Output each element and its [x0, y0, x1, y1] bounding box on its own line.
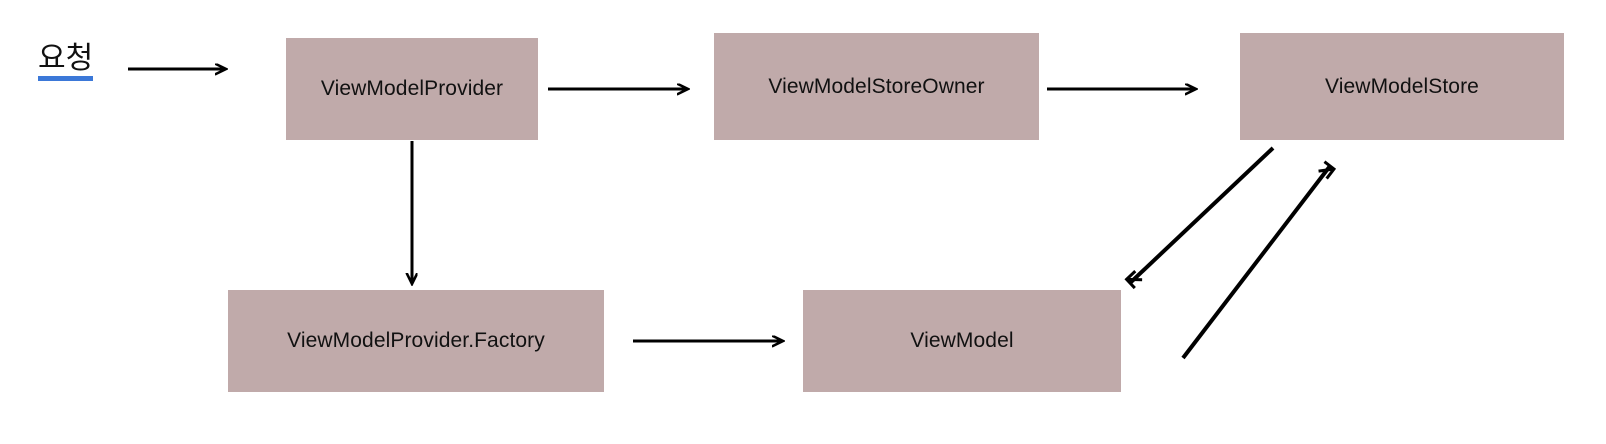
node-view-model[interactable]: ViewModel: [803, 290, 1121, 392]
node-view-model-store[interactable]: ViewModelStore: [1240, 33, 1564, 140]
node-label: ViewModel: [910, 329, 1014, 353]
entry-label-request: 요청: [38, 44, 94, 81]
node-label: ViewModelProvider.Factory: [287, 329, 545, 353]
edge-view-model-to-store: [1181, 160, 1337, 360]
node-label: ViewModelStore: [1325, 74, 1479, 98]
node-label: ViewModelProvider: [320, 77, 504, 101]
edge-store-to-view-model: [1124, 146, 1275, 290]
node-view-model-store-owner[interactable]: ViewModelStoreOwner: [714, 33, 1039, 140]
node-label: ViewModelStoreOwner: [768, 74, 985, 98]
node-view-model-provider-factory[interactable]: ViewModelProvider.Factory: [228, 290, 604, 392]
node-view-model-provider[interactable]: ViewModelProvider: [286, 38, 538, 140]
